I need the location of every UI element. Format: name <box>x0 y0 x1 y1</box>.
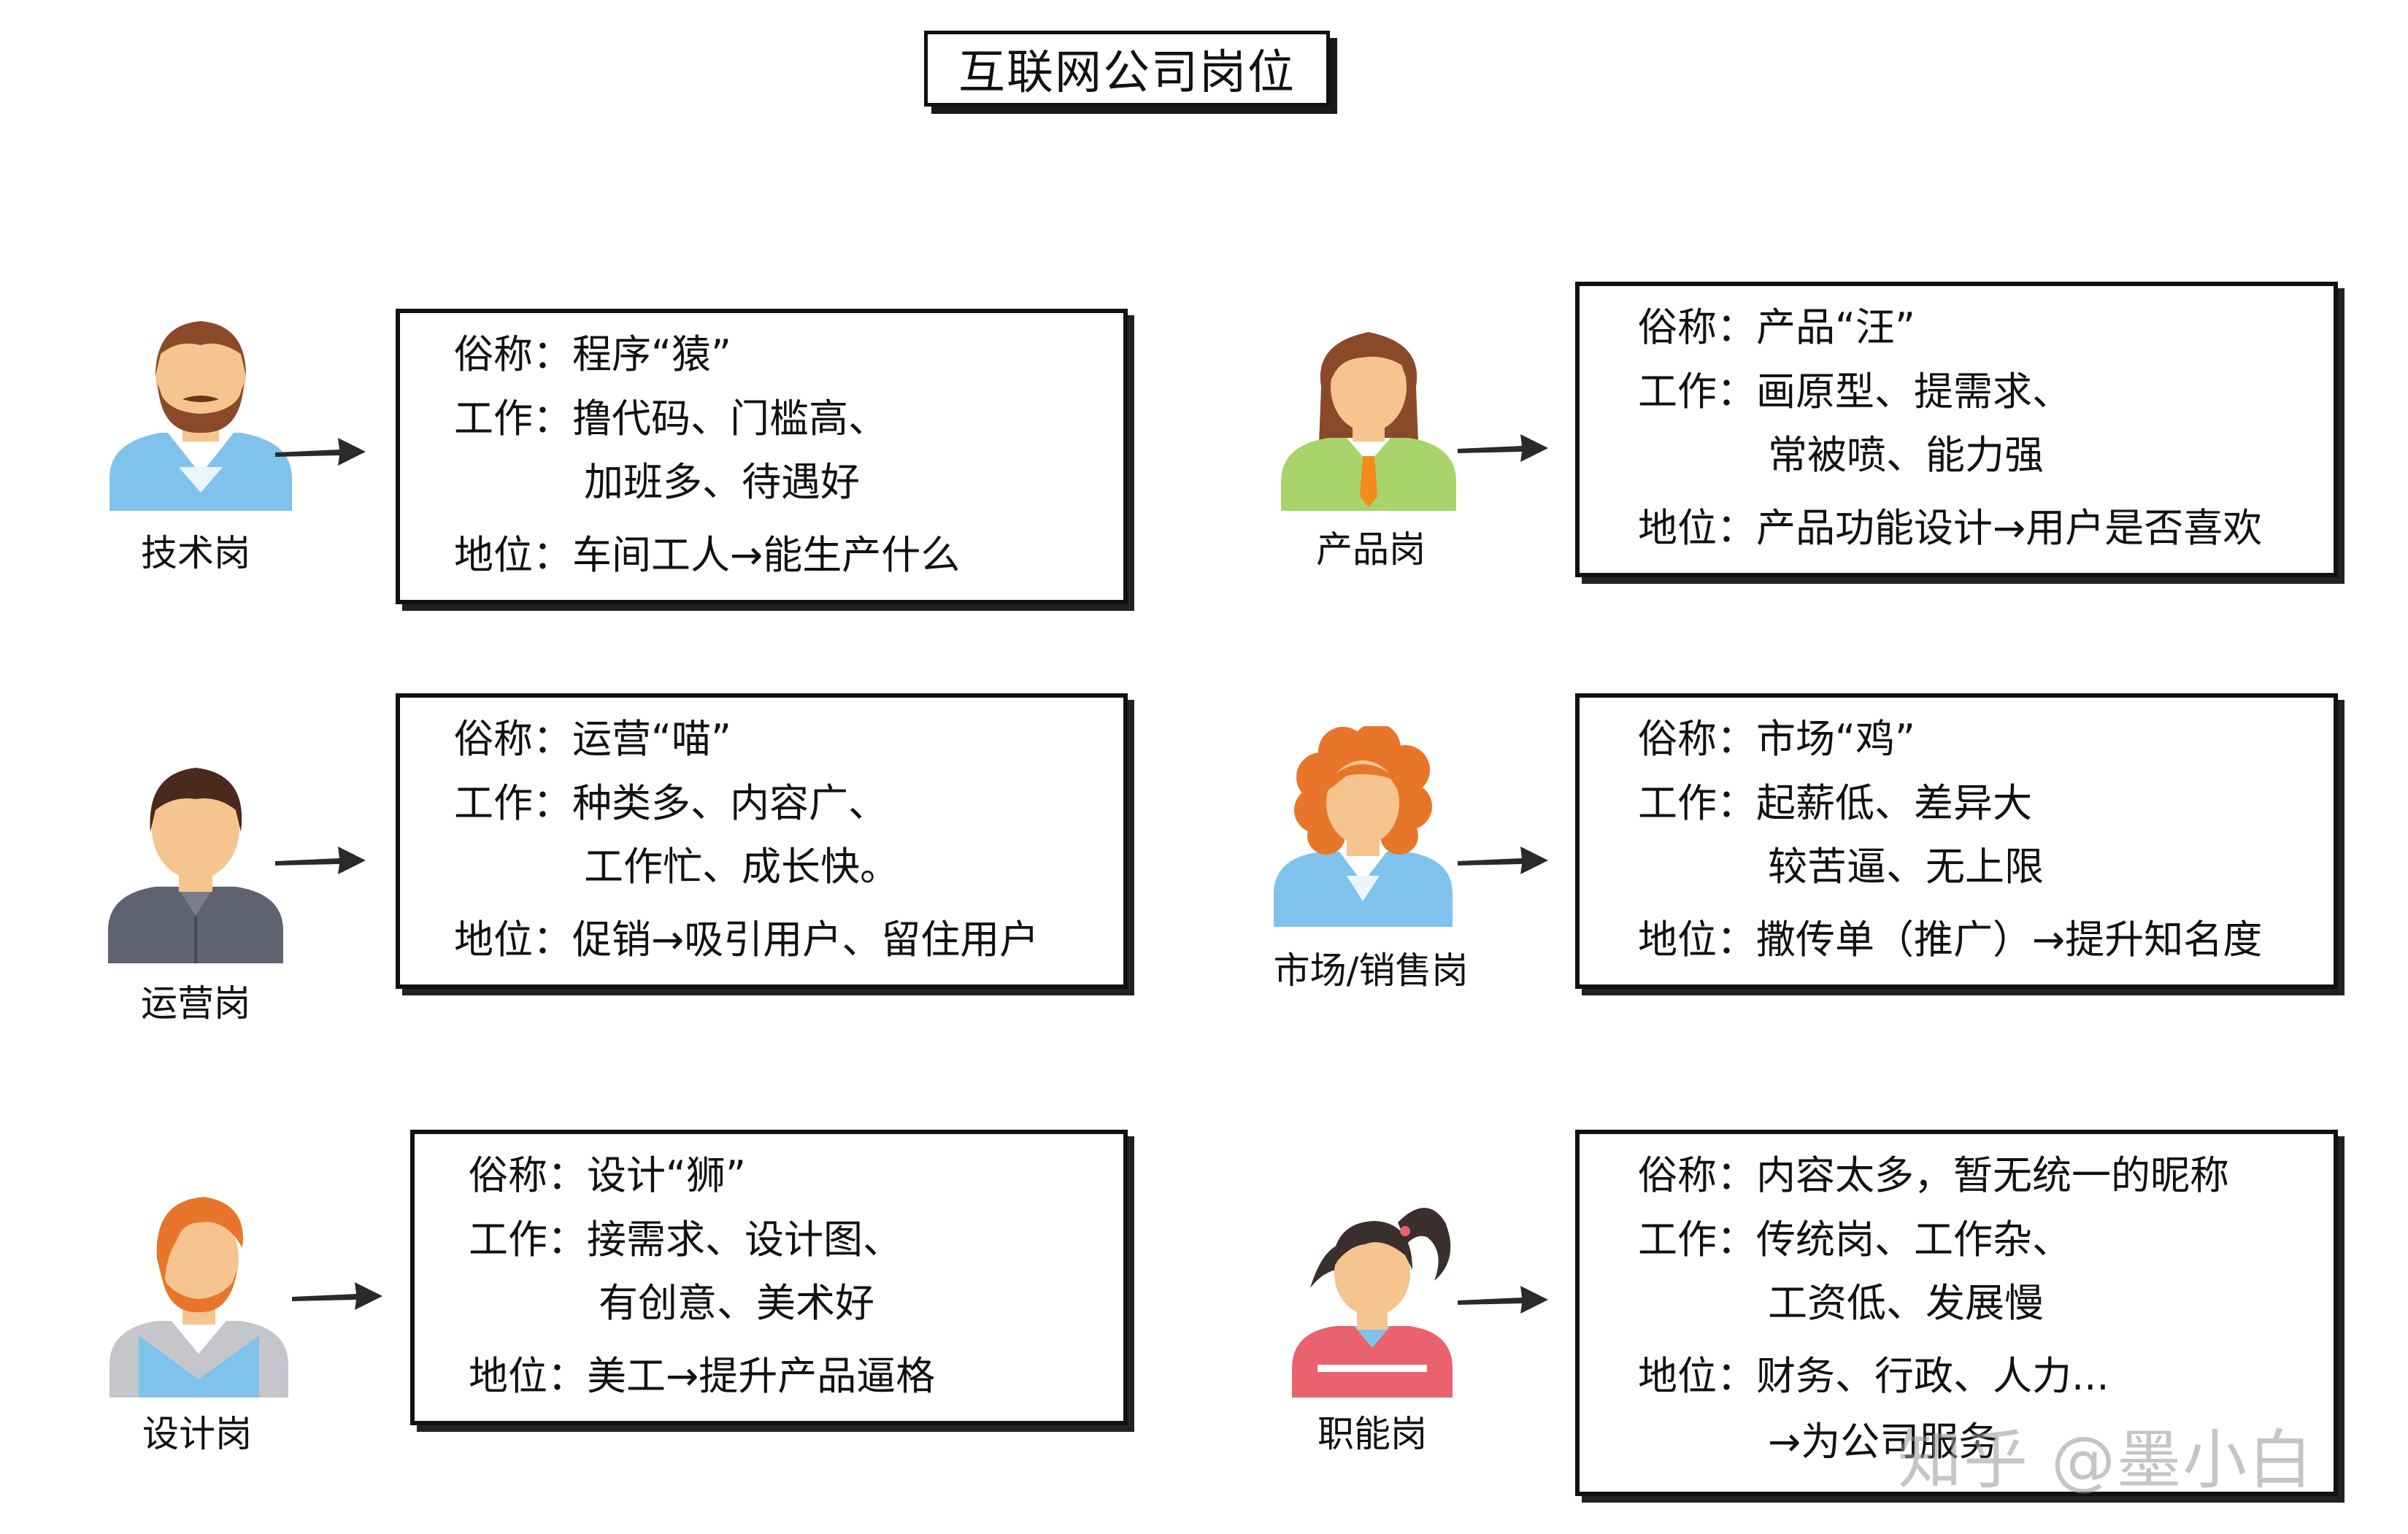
role-card: 俗称：内容太多，暂无统一的昵称 工作：传统岗、工作杂、 工资低、发展慢 地位：财… <box>1575 1130 2338 1496</box>
status-line: 地位：促销→吸引用户、留住用户 <box>454 917 1039 963</box>
work-line-cont: 工作忙、成长快。 <box>584 844 899 890</box>
woman-with-tie-icon <box>1281 314 1456 511</box>
right-arrow-icon <box>1458 847 1548 874</box>
nickname-line: 俗称：设计“狮” <box>469 1152 746 1198</box>
role-label: 设计岗 <box>142 1413 252 1455</box>
work-line: 工作：画原型、提需求、 <box>1638 369 2072 415</box>
role-card: 俗称：程序“猿” 工作：撸代码、门槛高、 加班多、待遇好 地位：车间工人→能生产… <box>396 309 1128 604</box>
right-arrow-icon <box>292 1282 382 1310</box>
bearded-man-icon <box>109 310 292 511</box>
role-label: 职能岗 <box>1318 1413 1427 1455</box>
work-line: 工作：撸代码、门槛高、 <box>454 396 888 442</box>
watermark: 知乎 @墨小白 <box>1898 1422 2314 1498</box>
role-card: 俗称：运营“喵” 工作：种类多、内容广、 工作忙、成长快。 地位：促销→吸引用户… <box>396 693 1128 989</box>
status-line: 地位：财务、行政、人力... <box>1638 1353 2109 1399</box>
status-line: 地位：车间工人→能生产什么 <box>454 532 961 578</box>
role-label: 产品岗 <box>1316 528 1426 571</box>
role-card: 俗称：设计“狮” 工作：接需求、设计图、 有创意、美术好 地位：美工→提升产品逼… <box>410 1130 1128 1425</box>
role-label: 市场/销售岗 <box>1273 949 1469 992</box>
work-line-cont: 常被喷、能力强 <box>1768 432 2044 478</box>
role-card: 俗称：产品“汪” 工作：画原型、提需求、 常被喷、能力强 地位：产品功能设计→用… <box>1575 282 2338 577</box>
work-line: 工作：传统岗、工作杂、 <box>1638 1217 2072 1263</box>
nickname-line: 俗称：市场“鸡” <box>1638 716 1915 762</box>
work-line-cont: 加班多、待遇好 <box>584 459 860 505</box>
orange-hair-man-icon <box>109 1190 288 1398</box>
work-line-cont: 有创意、美术好 <box>599 1280 874 1326</box>
work-line-cont: 工资低、发展慢 <box>1768 1280 2044 1326</box>
work-line-cont: 较苦逼、无上限 <box>1768 844 2044 890</box>
work-line: 工作：起薪低、差异大 <box>1638 780 2032 826</box>
nickname-line: 俗称：内容太多，暂无统一的昵称 <box>1638 1152 2229 1198</box>
role-card: 俗称：市场“鸡” 工作：起薪低、差异大 较苦逼、无上限 地位：撒传单（推广）→提… <box>1575 693 2338 989</box>
ponytail-girl-icon <box>1281 1193 1463 1398</box>
right-arrow-icon <box>275 438 366 466</box>
right-arrow-icon <box>1458 1286 1548 1314</box>
work-line: 工作：种类多、内容广、 <box>454 780 888 826</box>
right-arrow-icon <box>1458 434 1548 462</box>
nickname-line: 俗称：运营“喵” <box>454 716 731 762</box>
nickname-line: 俗称：程序“猿” <box>454 331 731 377</box>
man-gray-shirt-icon <box>108 759 283 963</box>
curly-hair-woman-icon <box>1274 726 1453 927</box>
status-line-cont: →为公司服务 <box>1768 1419 1999 1465</box>
page-title: 互联网公司岗位 <box>924 31 1330 107</box>
role-label: 运营岗 <box>141 982 250 1025</box>
status-line: 地位：撒传单（推广）→提升知名度 <box>1638 917 2263 963</box>
work-line: 工作：接需求、设计图、 <box>469 1217 902 1263</box>
nickname-line: 俗称：产品“汪” <box>1638 304 1915 350</box>
role-label: 技术岗 <box>141 532 250 574</box>
status-line: 地位：产品功能设计→用户是否喜欢 <box>1638 505 2263 551</box>
status-line: 地位：美工→提升产品逼格 <box>469 1353 936 1399</box>
right-arrow-icon <box>275 847 366 874</box>
